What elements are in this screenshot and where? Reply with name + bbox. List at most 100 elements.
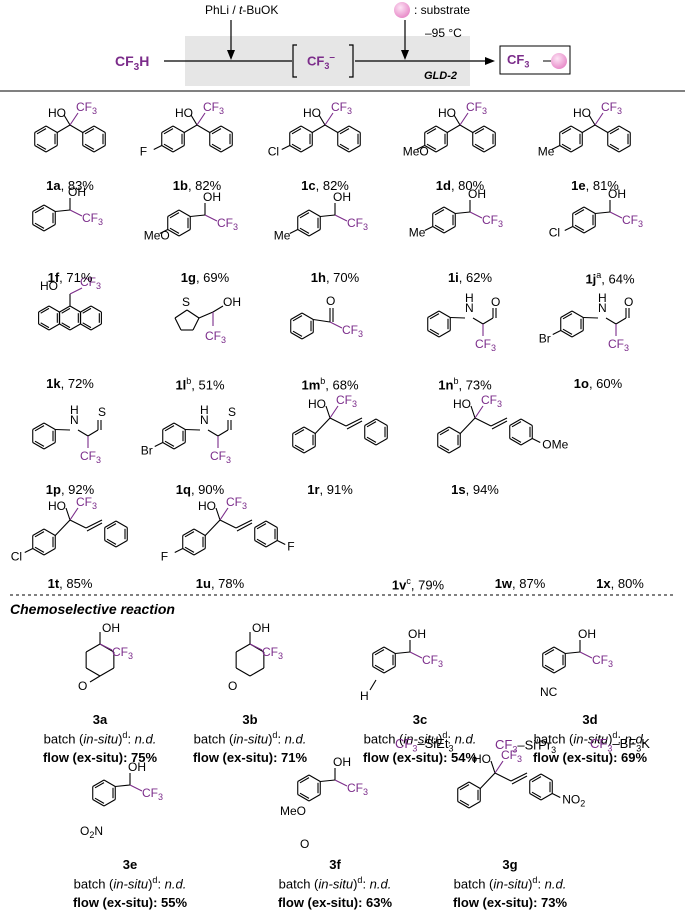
svg-text:CF3: CF3 — [331, 100, 352, 116]
svg-text:OH: OH — [608, 187, 626, 201]
svg-text:CF3: CF3 — [76, 495, 97, 511]
svg-text:CF3: CF3 — [142, 786, 163, 802]
svg-text:S: S — [228, 405, 236, 419]
svg-text:N: N — [70, 413, 79, 427]
flow-result: flow (ex-situ): 63% — [277, 895, 393, 910]
svg-text:HO: HO — [438, 106, 456, 120]
svg-text:HO: HO — [48, 499, 66, 513]
svg-text:N: N — [465, 301, 474, 315]
svg-text:Cl: Cl — [549, 226, 560, 240]
svg-text:O: O — [624, 295, 633, 309]
product-label-1w: 1w, 87% — [494, 576, 546, 591]
svg-text:CF3: CF3 — [342, 323, 363, 339]
svg-text:HO: HO — [473, 752, 491, 766]
product-cf3-label: CF3 — [507, 52, 530, 70]
chemo-label-3a: 3a — [92, 712, 108, 727]
product-label-1v: 1vc, 79% — [391, 576, 445, 593]
reaction-scheme — [0, 2, 685, 92]
svg-text:CF3: CF3 — [80, 449, 101, 465]
cf3h-label: CF3H — [115, 53, 150, 73]
svg-text:OMe: OMe — [542, 438, 568, 452]
svg-text:NC: NC — [540, 685, 558, 699]
svg-text:Me: Me — [409, 226, 426, 240]
svg-text:OH: OH — [252, 621, 270, 635]
svg-text:Br: Br — [539, 332, 551, 346]
svg-text:F: F — [287, 540, 294, 554]
flow-result: flow (ex-situ): 54% — [362, 750, 478, 765]
reagent-label: PhLi / t-BuOK — [205, 3, 279, 17]
chemo-label-3c: 3c — [412, 712, 428, 727]
product-ball-icon — [551, 53, 567, 69]
product-label-1d: 1d, 80% — [435, 178, 485, 193]
device-label: GLD-2 — [424, 70, 457, 82]
svg-text:H: H — [360, 689, 369, 703]
svg-text:CF3: CF3 — [608, 337, 629, 353]
svg-text:CF3: CF3 — [601, 100, 622, 116]
product-label-1k: 1k, 72% — [46, 376, 94, 391]
product-label-1l: 1lb, 51% — [175, 376, 225, 393]
svg-text:O: O — [300, 837, 309, 851]
svg-text:OH: OH — [203, 190, 221, 204]
product-label-1u: 1u, 78% — [195, 576, 245, 591]
chemo-label-3f: 3f — [329, 857, 341, 872]
svg-text:Me: Me — [538, 145, 555, 159]
svg-text:O2N: O2N — [80, 824, 103, 840]
product-label-1a: 1a, 83% — [46, 178, 94, 193]
svg-text:OH: OH — [128, 760, 146, 774]
svg-text:HO: HO — [40, 279, 58, 293]
chemo-label-3e: 3e — [122, 857, 138, 872]
batch-result: batch (in-situ)d: n.d. — [278, 875, 392, 892]
substrate-ball-icon — [394, 2, 410, 18]
chemo-label-3g: 3g — [502, 857, 518, 872]
svg-text:OH: OH — [68, 185, 86, 199]
svg-text:CF3: CF3 — [262, 645, 283, 661]
svg-text:CF3: CF3 — [76, 100, 97, 116]
svg-text:MeO: MeO — [144, 229, 170, 243]
svg-text:F: F — [161, 550, 168, 564]
product-label-1e: 1e, 81% — [571, 178, 619, 193]
svg-text:O: O — [78, 679, 87, 693]
cf3-anion-label: CF3– — [307, 52, 335, 71]
product-label-1x: 1x, 80% — [596, 576, 644, 591]
svg-text:CF3: CF3 — [347, 781, 368, 797]
reagent-1v: CF3–SiEt3 — [395, 736, 454, 754]
flow-result: flow (ex-situ): 69% — [532, 750, 648, 765]
product-label-1s: 1s, 94% — [451, 482, 499, 497]
product-label-1q: 1q, 90% — [175, 482, 225, 497]
section-title: Chemoselective reaction — [10, 601, 175, 617]
svg-text:CF3: CF3 — [226, 495, 247, 511]
product-label-1f: 1f, 71% — [47, 270, 93, 285]
product-label-1r: 1r, 91% — [307, 482, 353, 497]
temperature-label: –95 °C — [425, 26, 462, 40]
product-label-1j: 1ja, 64% — [585, 270, 635, 287]
product-label-1h: 1h, 70% — [310, 270, 360, 285]
chemo-label-3d: 3d — [582, 712, 598, 727]
svg-text:H: H — [200, 403, 209, 417]
product-label-1b: 1b, 82% — [172, 178, 222, 193]
svg-text:CF3: CF3 — [210, 449, 231, 465]
svg-text:H: H — [598, 291, 607, 305]
svg-text:H: H — [465, 291, 474, 305]
svg-text:HO: HO — [175, 106, 193, 120]
svg-text:N: N — [598, 301, 607, 315]
product-label-1m: 1mb, 68% — [301, 376, 359, 393]
flow-result: flow (ex-situ): 73% — [452, 895, 568, 910]
svg-text:CF3: CF3 — [481, 393, 502, 409]
svg-text:CF3: CF3 — [422, 653, 443, 669]
reagent-1x: CF3–BF3K — [590, 736, 650, 754]
svg-text:HO: HO — [48, 106, 66, 120]
svg-text:HO: HO — [453, 397, 471, 411]
svg-text:MeO: MeO — [280, 804, 306, 818]
svg-text:O: O — [228, 679, 237, 693]
reagent-1w: CF3–SiiPr3 — [495, 736, 557, 755]
svg-text:CF3: CF3 — [217, 216, 238, 232]
batch-result: batch (in-situ)d: n.d. — [363, 730, 477, 747]
svg-text:Br: Br — [141, 444, 153, 458]
batch-result: batch (in-situ)d: n.d. — [533, 730, 647, 747]
batch-result: batch (in-situ)d: n.d. — [453, 875, 567, 892]
svg-text:CF3: CF3 — [482, 213, 503, 229]
flow-result: flow (ex-situ): 55% — [72, 895, 188, 910]
svg-text:CF3: CF3 — [82, 211, 103, 227]
